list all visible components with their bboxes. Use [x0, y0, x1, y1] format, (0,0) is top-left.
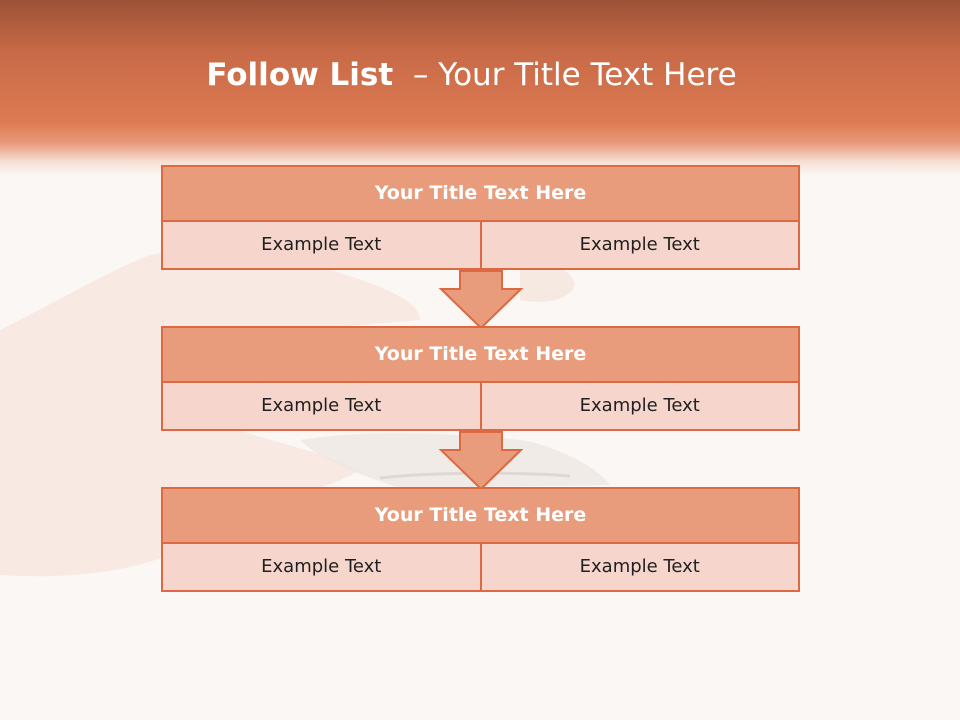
block-cell-left: Example Text [161, 381, 482, 431]
header-band [0, 0, 960, 175]
title-strong: Follow List [206, 57, 394, 93]
title-rest: – Your Title Text Here [393, 57, 737, 93]
block-title: Your Title Text Here [161, 487, 800, 544]
block-title: Your Title Text Here [161, 165, 800, 222]
down-arrow-icon [438, 431, 524, 491]
down-arrow-icon [438, 270, 524, 330]
block-row: Example Text Example Text [161, 381, 800, 431]
block-row: Example Text Example Text [161, 220, 800, 270]
block-title: Your Title Text Here [161, 326, 800, 383]
list-block-2: Your Title Text Here Example Text Exampl… [161, 326, 800, 431]
list-block-1: Your Title Text Here Example Text Exampl… [161, 165, 800, 270]
block-cell-right: Example Text [479, 381, 800, 431]
block-cell-left: Example Text [161, 220, 482, 270]
slide-title: Follow List – Your Title Text Here [0, 52, 943, 98]
block-cell-left: Example Text [161, 542, 482, 592]
block-row: Example Text Example Text [161, 542, 800, 592]
block-cell-right: Example Text [479, 220, 800, 270]
list-block-3: Your Title Text Here Example Text Exampl… [161, 487, 800, 592]
block-cell-right: Example Text [479, 542, 800, 592]
